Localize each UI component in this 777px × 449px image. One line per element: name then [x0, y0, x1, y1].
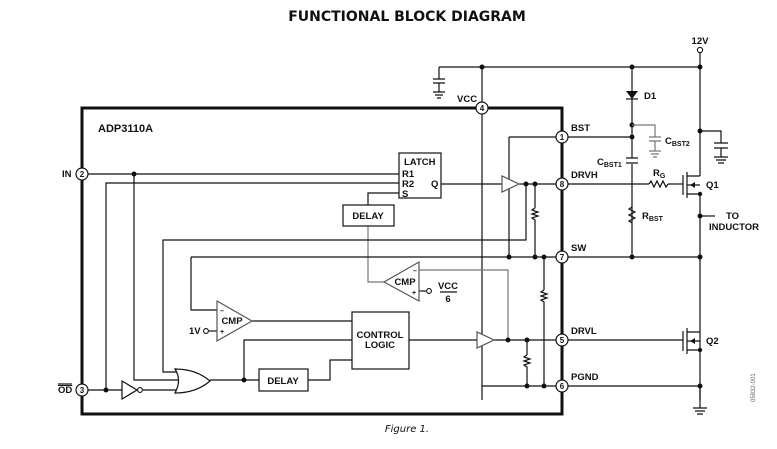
pin-8-label: DRVH [571, 170, 598, 181]
svg-text:4: 4 [480, 104, 485, 113]
svg-text:CMP: CMP [221, 316, 243, 327]
cbst2-sub: BST2 [672, 141, 690, 148]
comparator-top: CMP – + VCC 6 [382, 260, 458, 305]
to-inductor-label-1: TO [726, 211, 739, 222]
pin-1-bst [555, 130, 569, 144]
svg-text:+: + [412, 290, 416, 297]
pin-5-label: DRVL [571, 326, 597, 337]
capacitor-cbst2-icon [629, 122, 661, 158]
svg-text:CBST1: CBST1 [597, 157, 622, 169]
control-logic-label-1: CONTROL [357, 330, 404, 341]
control-logic-label-2: LOGIC [365, 340, 395, 351]
decoupling-capacitor-12v-icon [697, 128, 728, 164]
mosfet-q2-label: Q2 [706, 336, 719, 347]
diagram-title: FUNCTIONAL BLOCK DIAGRAM [288, 9, 526, 25]
delay-top-label: DELAY [352, 211, 384, 222]
svg-text:Q: Q [431, 179, 438, 190]
mosfet-q1-icon [682, 172, 703, 400]
pin-7-label: SW [571, 243, 586, 254]
or-gate-icon [173, 368, 211, 394]
chip-outline [80, 106, 564, 416]
supply-terminal-icon [696, 46, 704, 54]
svg-text:8: 8 [560, 180, 565, 189]
resistor-rbst-icon [627, 206, 637, 224]
capacitor-cbst1-icon [626, 157, 638, 164]
diode-d1-label: D1 [644, 91, 657, 102]
pin-6-label: PGND [571, 372, 599, 383]
svg-text:RBST: RBST [642, 211, 664, 223]
cbst1-sub: BST1 [604, 162, 622, 169]
supply-12v-label: 12V [692, 36, 710, 47]
svg-text:VCC: VCC [438, 281, 458, 292]
svg-text:+: + [220, 329, 224, 336]
document-code: 05832-001 [751, 373, 757, 402]
svg-text:3: 3 [80, 386, 85, 395]
mosfet-q1-label: Q1 [706, 180, 719, 191]
svg-text:–: – [220, 308, 224, 315]
svg-text:R1: R1 [402, 169, 415, 180]
svg-text:CMP: CMP [394, 277, 416, 288]
svg-text:1V: 1V [189, 326, 201, 337]
vcc-supply-wiring [433, 64, 703, 400]
resistor-rg-icon [648, 179, 669, 189]
svg-text:RG: RG [653, 168, 666, 180]
cbst2-label: C [665, 136, 672, 147]
to-inductor-label-2: INDUCTOR [709, 222, 759, 233]
svg-text:S: S [402, 189, 408, 200]
rg-label: R [653, 168, 660, 179]
svg-text:5: 5 [560, 336, 565, 345]
svg-text:7: 7 [560, 253, 565, 262]
internal-wiring [88, 137, 556, 393]
pin-3-label: OD [58, 385, 72, 396]
pin-2-label: IN [62, 169, 72, 180]
delay-bottom-label: DELAY [267, 376, 299, 387]
svg-text:LATCH: LATCH [404, 157, 436, 168]
svg-text:CBST2: CBST2 [665, 136, 690, 148]
cbst1-label: C [597, 157, 604, 168]
svg-text:2: 2 [80, 170, 85, 179]
delay-block-bottom [258, 368, 309, 392]
driver-high-icon [501, 175, 521, 193]
svg-text:R2: R2 [402, 179, 414, 190]
svg-text:6: 6 [560, 382, 565, 391]
rg-sub: G [660, 173, 666, 180]
figure-caption: Figure 1. [385, 424, 429, 435]
pin-4-label: VCC [457, 94, 477, 105]
mosfet-q2-icon [682, 328, 703, 354]
svg-text:1: 1 [560, 133, 565, 142]
ground-icon [693, 386, 707, 415]
driver-low-icon [476, 331, 496, 349]
pin-4-vcc [475, 101, 489, 115]
inverter-icon [121, 379, 178, 401]
comparator-bottom: CMP – + 1V [189, 299, 254, 343]
pin-1-label: BST [571, 123, 590, 134]
chip-name: ADP3110A [98, 123, 153, 135]
delay-block-top [342, 204, 395, 227]
svg-text:–: – [413, 268, 417, 275]
rbst-sub: BST [649, 216, 664, 223]
rbst-label: R [642, 211, 649, 222]
control-logic-block [351, 311, 410, 370]
latch-block: LATCH R1 R2 S Q [398, 152, 442, 200]
svg-text:6: 6 [445, 294, 450, 305]
